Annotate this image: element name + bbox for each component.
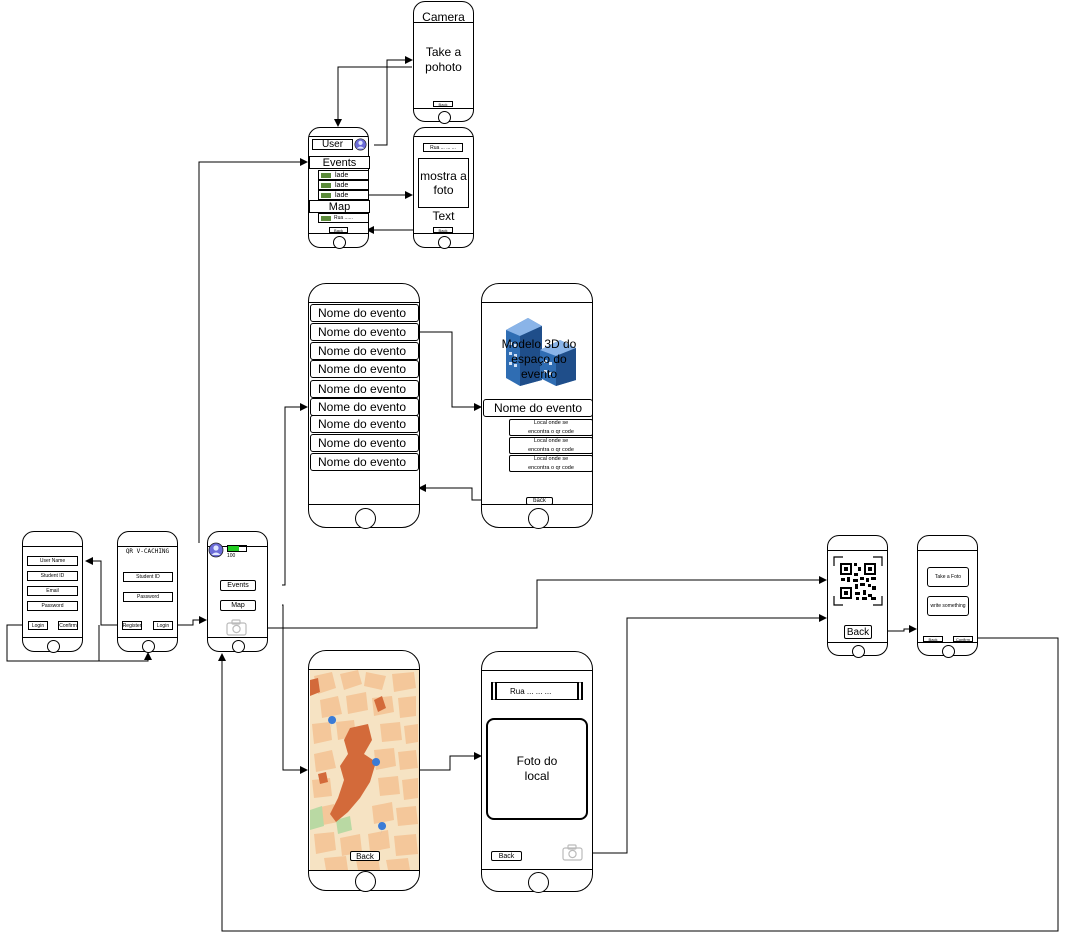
- back-button[interactable]: Back: [350, 851, 380, 861]
- event-item-3[interactable]: lade: [318, 190, 369, 200]
- home-button[interactable]: [852, 645, 865, 658]
- confirm-button[interactable]: Confirm: [58, 621, 78, 630]
- home-button[interactable]: [355, 508, 376, 529]
- home-screen: 100 Events Map: [207, 531, 268, 653]
- event-list-item[interactable]: Nome do evento: [310, 415, 419, 433]
- ticket-icon: [321, 215, 331, 221]
- event-list-item[interactable]: Nome do evento: [310, 304, 419, 322]
- map-screen: Back: [308, 650, 420, 892]
- event-list-item[interactable]: Nome do evento: [310, 434, 419, 452]
- event-list-item[interactable]: Nome do evento: [310, 398, 419, 416]
- event-detail-screen: Modelo 3D do espaço do evento Nome do ev…: [481, 283, 593, 529]
- event-item-2[interactable]: lade: [318, 180, 369, 190]
- ticket-icon: [321, 192, 331, 198]
- ticket-icon: [321, 172, 331, 178]
- back-button[interactable]: back: [526, 497, 553, 505]
- event-list-item[interactable]: Nome do evento: [310, 453, 419, 471]
- text-label: Text: [432, 209, 455, 223]
- login-button[interactable]: Login: [153, 621, 173, 630]
- camera-title: Camera: [422, 10, 465, 24]
- map-button[interactable]: Map: [220, 600, 256, 611]
- home-button[interactable]: [232, 640, 245, 653]
- home-button[interactable]: [528, 872, 549, 893]
- event-list-item[interactable]: Nome do evento: [310, 323, 419, 341]
- camera-screen: Camera Take a pohoto Back: [413, 1, 474, 124]
- password-field[interactable]: Password: [123, 592, 173, 602]
- event-list-item[interactable]: Nome do evento: [310, 380, 419, 398]
- email-field[interactable]: Email: [27, 586, 78, 596]
- home-button[interactable]: [355, 871, 376, 892]
- back-button[interactable]: Back: [844, 625, 872, 639]
- event-item-label: lade: [335, 191, 349, 199]
- app-title: QR V-CACHING: [125, 548, 170, 555]
- register-screen: QR V-CACHING Student ID Password Registe…: [117, 531, 178, 653]
- home-button[interactable]: [438, 111, 451, 124]
- qr-code-icon: [833, 556, 883, 606]
- battery-level: 100: [227, 553, 236, 559]
- street-item[interactable]: Rua ......: [318, 213, 369, 223]
- city-map[interactable]: [310, 670, 419, 870]
- map-header: Map: [309, 200, 370, 213]
- home-button[interactable]: [942, 645, 955, 658]
- profile-screen: User Events lade lade lade Map Rua .....…: [308, 127, 370, 249]
- home-button[interactable]: [438, 236, 451, 249]
- login-screen: User Name Student ID Email Password Logi…: [22, 531, 83, 653]
- event-item-1[interactable]: lade: [318, 170, 369, 180]
- photo-preview: mostra a foto: [418, 158, 469, 208]
- back-button[interactable]: Back: [433, 101, 453, 107]
- home-button[interactable]: [528, 508, 549, 529]
- event-name: Nome do evento: [483, 399, 593, 417]
- back-button[interactable]: Back: [491, 851, 522, 861]
- camera-instruction: Take a pohoto: [425, 45, 462, 74]
- back-button[interactable]: Back: [433, 227, 453, 233]
- write-something-field[interactable]: write something: [927, 596, 969, 616]
- event-list-item[interactable]: Nome do evento: [310, 360, 419, 378]
- confirm-button[interactable]: Confirm: [953, 636, 973, 642]
- events-header: Events: [309, 156, 370, 169]
- take-photo-button[interactable]: Take a Foto: [927, 567, 969, 587]
- event-item-label: lade: [335, 171, 349, 179]
- event-item-label: lade: [335, 181, 349, 189]
- qr-location-item[interactable]: Local onde se encontra o qr code: [509, 437, 593, 454]
- street-label: Rua ......: [334, 215, 353, 221]
- qr-scanner-screen: Back: [827, 535, 888, 658]
- place-screen: Rua ... ... ... Foto do local Back: [481, 651, 593, 893]
- login-button[interactable]: Login: [28, 621, 48, 630]
- photo-screen: Rua ... ... ... mostra a foto Text Back: [413, 127, 474, 249]
- register-button[interactable]: Register: [122, 621, 142, 630]
- street-field[interactable]: Rua ... ... ...: [423, 143, 463, 152]
- qr-location-item[interactable]: Local onde se encontra o qr code: [509, 455, 593, 472]
- password-field[interactable]: Password: [27, 601, 78, 611]
- home-button[interactable]: [333, 236, 346, 249]
- model-3d-label: Modelo 3D do espaço do evento: [501, 337, 577, 381]
- student-id-field[interactable]: Student ID: [123, 572, 173, 582]
- home-button[interactable]: [142, 640, 155, 653]
- street-field[interactable]: Rua ... ... ...: [491, 682, 583, 700]
- avatar-icon[interactable]: [208, 542, 224, 558]
- student-id-field[interactable]: Student ID: [27, 571, 78, 581]
- back-button[interactable]: Back: [923, 636, 943, 642]
- user-name-field[interactable]: User Name: [27, 556, 78, 566]
- avatar-icon[interactable]: [354, 138, 367, 151]
- home-button[interactable]: [47, 640, 60, 653]
- camera-icon[interactable]: [562, 844, 583, 861]
- camera-icon[interactable]: [226, 619, 247, 636]
- submit-screen: Take a Foto write something Back Confirm: [917, 535, 978, 658]
- building-icon: [506, 318, 576, 386]
- ticket-icon: [321, 182, 331, 188]
- battery-icon: [227, 545, 247, 552]
- user-field[interactable]: User: [312, 139, 353, 150]
- qr-location-item[interactable]: Local onde se encontra o qr code: [509, 419, 593, 436]
- events-button[interactable]: Events: [220, 580, 256, 591]
- back-button[interactable]: Back: [329, 227, 348, 233]
- photo-placeholder: Foto do local: [486, 718, 588, 820]
- events-list-screen: Nome do evento Nome do evento Nome do ev…: [308, 283, 420, 529]
- event-list-item[interactable]: Nome do evento: [310, 342, 419, 360]
